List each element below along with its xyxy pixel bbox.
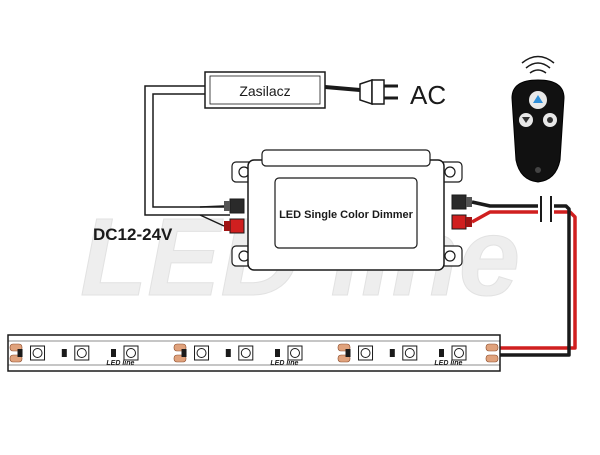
- end-copper-pad: [485, 354, 499, 363]
- dimmer-input-terminal-black: [224, 198, 245, 214]
- resistor: [17, 349, 23, 357]
- remote-control-icon: [511, 79, 565, 183]
- led-lens: [126, 348, 136, 358]
- signal-waves-icon: [521, 55, 555, 74]
- dc-input-label: DC12-24V: [93, 225, 173, 244]
- strip-brand-label: LED line: [106, 360, 134, 367]
- capacitor-symbol-icon: [538, 196, 554, 222]
- dimmer-controller: LED Single Color Dimmer: [231, 149, 463, 271]
- dimmer-output-terminal-black: [451, 194, 472, 210]
- resistor: [181, 349, 187, 357]
- resistor: [389, 349, 395, 357]
- led-lens: [290, 348, 300, 358]
- led-lens: [32, 348, 43, 358]
- end-copper-pad: [485, 343, 499, 352]
- resistor: [345, 349, 351, 357]
- led-lens: [360, 348, 371, 358]
- strip-brand-label: LED line: [270, 360, 298, 367]
- dc-output-wires: [144, 85, 230, 216]
- led-lens: [240, 348, 251, 358]
- led-lens: [404, 348, 415, 358]
- resistor: [111, 349, 116, 357]
- ac-cable: [324, 85, 361, 92]
- dimmer-label: LED Single Color Dimmer: [279, 209, 414, 221]
- plug-icon: [359, 78, 398, 106]
- ac-label: AC: [410, 80, 446, 110]
- resistor: [61, 349, 67, 357]
- power-supply-label: Zasilacz: [239, 83, 290, 99]
- output-wire-red: [471, 210, 577, 350]
- resistor: [225, 349, 231, 357]
- strip-brand-label: LED line: [434, 360, 462, 367]
- dimmer-input-terminal-red: [224, 218, 245, 234]
- led-lens: [196, 348, 207, 358]
- led-lens: [454, 348, 464, 358]
- resistor: [275, 349, 280, 357]
- output-wire-black: [471, 200, 571, 357]
- led-lens: [76, 348, 87, 358]
- led-strip: LED line LED line LED line: [7, 334, 501, 372]
- power-supply: Zasilacz: [204, 71, 326, 109]
- dimmer-output-terminal-red: [451, 214, 472, 230]
- resistor: [439, 349, 444, 357]
